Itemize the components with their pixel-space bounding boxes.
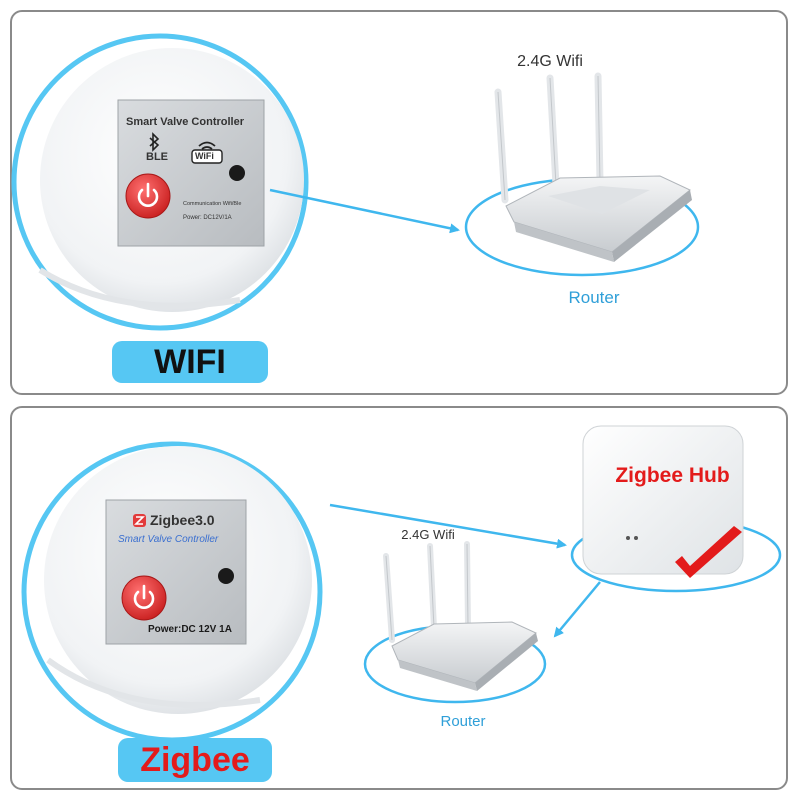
wifi-tag: WIFI xyxy=(112,341,268,383)
device-title: Smart Valve Controller xyxy=(126,116,244,128)
indicator-led xyxy=(229,165,245,181)
power-icon xyxy=(137,182,159,207)
wifi-band-label: 2.4G Wifi xyxy=(517,53,583,70)
wifi-badge-label: WiFi xyxy=(195,151,214,161)
checkmark-icon xyxy=(675,526,742,578)
zigbee-hub-label: Zigbee Hub xyxy=(615,464,730,487)
zigbee-logo-icon xyxy=(133,514,146,527)
bluetooth-icon xyxy=(149,132,160,152)
device-to-hub-arrow xyxy=(329,503,567,549)
communication-label: Communication Wifi/Ble xyxy=(183,201,242,207)
device-title: Smart Valve Controller xyxy=(118,534,219,545)
power-icon xyxy=(133,584,155,609)
wifi-arrow xyxy=(269,188,460,234)
zigbee-tag: Zigbee xyxy=(118,738,272,782)
hub-to-router-arrow xyxy=(553,581,601,638)
zigbee-router xyxy=(363,541,547,704)
wifi-badge-frame xyxy=(191,149,223,164)
zigbee-hub xyxy=(570,425,782,593)
router-label: Router xyxy=(440,713,486,730)
router-label: Router xyxy=(568,288,620,307)
ble-label: BLE xyxy=(146,151,168,163)
power-spec-label: Power:DC 12V 1A xyxy=(148,624,232,635)
wifi-band-label: 2.4G Wifi xyxy=(401,527,455,542)
zigbee-device-magnifier xyxy=(21,441,323,743)
wifi-icon xyxy=(198,141,216,150)
zigbee-brand-label: Zigbee3.0 xyxy=(150,512,215,528)
wifi-router xyxy=(464,72,700,277)
power-spec-label: Power: DC12V/1A xyxy=(183,215,232,221)
wifi-device-magnifier xyxy=(11,33,309,331)
indicator-led xyxy=(218,568,234,584)
